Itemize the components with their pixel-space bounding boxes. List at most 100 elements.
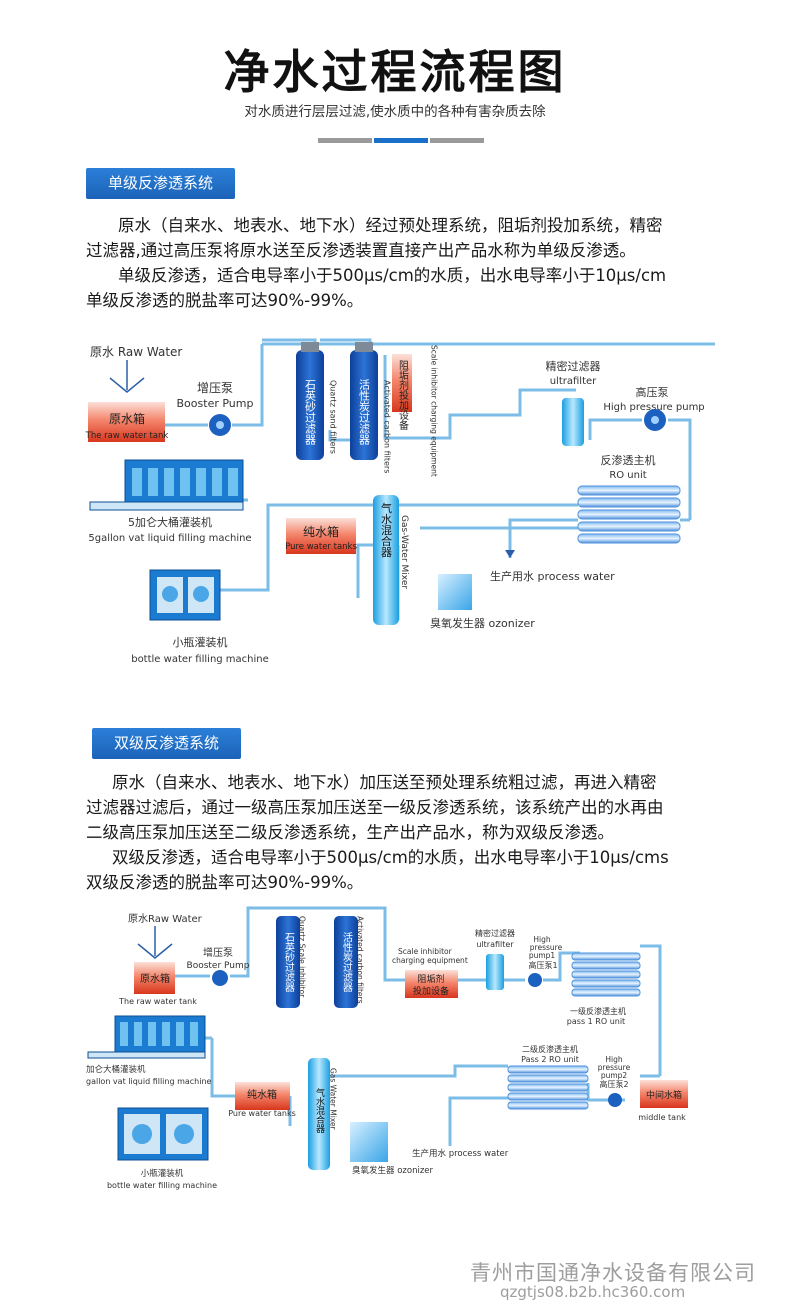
booster-pump-cn: 增压泵 [197,381,233,395]
small-filler-en: bottle water filling machine [131,654,269,665]
hp-pump-en: High pressure pump [603,402,704,413]
d2-inhibitor-en1: Scale inhibitor [398,947,453,956]
double-para-2: 过滤器过滤后，通过一级高压泵加压送至一级反渗透系统，该系统产出的水再由 [86,798,664,817]
d2-mixer-en: Gas Water Mixer [329,1068,338,1131]
d2-quartz-cn: 石英砂过滤器 [283,932,295,993]
d2-hp1-cn: 高压泵1 [528,960,557,970]
carbon-filter-en: Activated carbon filters [383,380,392,473]
double-stage-description: 原水（自来水、地表水、地下水）加压送至预处理系统粗过滤，再进入精密 过滤器过滤后… [86,770,726,895]
d2-inhibitor-en2: charging equipment [392,956,468,965]
d2-ro2-unit [507,1065,589,1110]
double-para-4: 双级反渗透，适合电导率小于500μs/cm的水质，出水电导率小于10μs/cms [112,848,669,867]
d2-raw-tank-en: The raw water tank [118,997,197,1006]
d2-carbon-en: Activated carbon filters [356,916,365,1004]
quartz-filter-cn: 石英砂过滤器 [304,379,317,446]
d2-middle-en: middle tank [638,1113,686,1122]
small-filler-machine [149,569,221,621]
single-para-1: 原水（自来水、地表水、地下水）经过预处理系统，阻垢剂投加系统，精密 [118,216,663,235]
d2-carbon-filter [334,916,358,1008]
d2-small-filler-cn: 小瓶灌装机 [141,1168,184,1179]
single-para-3: 单级反渗透，适合电导率小于500μs/cm的水质，出水电导率小于10μs/cm [118,266,667,285]
d2-hp2-cn: 高压泵2 [599,1079,628,1089]
d2-big-filler-machine [87,1015,206,1059]
d2-precision-en: ultrafilter [476,940,514,949]
d2-booster-cn: 增压泵 [203,946,233,959]
title-divider-left [318,138,372,143]
ro-unit [577,485,681,544]
raw-water-label: 原水 Raw Water [90,345,182,359]
ozonizer [438,574,472,610]
process-water-label: 生产用水 process water [490,569,615,583]
d2-pure-cn: 纯水箱 [247,1088,277,1101]
d2-middle-cn: 中间水箱 [646,1089,682,1101]
quartz-filter [296,350,324,460]
d2-precision-cn: 精密过滤器 [475,928,515,938]
precision-filter-cn: 精密过滤器 [546,359,601,373]
pure-tank-cn: 纯水箱 [303,524,339,539]
d2-pure-en: Pure water tanks [228,1109,296,1118]
title-divider-right [430,138,484,143]
mixer-en: Gas-Water Mixer [399,515,409,589]
d2-inhibitor-tank [405,970,458,998]
raw-water-tank [88,402,165,442]
precision-filter [562,398,584,446]
carbon-filter [350,350,378,460]
d2-ro2-en: Pass 2 RO unit [521,1055,579,1064]
d2-hp1-en1: High [533,935,550,944]
booster-pump-en: Booster Pump [177,397,254,410]
d2-quartz-en: Quartz Scale inhibitor [298,916,307,998]
raw-tank-en: The raw water tank [85,431,169,441]
d2-small-filler-machine [117,1107,209,1161]
d2-hp1-en2: pressure [530,943,563,952]
carbon-filter-cn: 活性炭过滤器 [358,379,371,446]
d2-hp2-en3: pump2 [601,1071,628,1080]
d2-hp2-icon [608,1093,622,1107]
ro-unit-cn: 反渗透主机 [601,453,656,467]
ozonizer-label: 臭氧发生器 ozonizer [430,616,535,630]
double-para-3: 二级高压泵加压送至二级反渗透系统，生产出产品水，称为双级反渗透。 [86,823,614,842]
d2-ro2-cn: 二级反渗透主机 [522,1044,578,1054]
d2-middle-tank [640,1080,688,1108]
d2-inhibitor-cn1: 阻垢剂 [417,973,444,985]
big-filler-cn: 5加仑大桶灌装机 [128,515,212,529]
d2-ozonizer-label: 臭氧发生器 ozonizer [352,1165,434,1176]
single-para-4: 单级反渗透的脱盐率可达90%-99%。 [86,291,364,310]
big-filler-machine [89,459,244,511]
big-filler-en: 5gallon vat liquid filling machine [88,533,251,544]
d2-gas-water-mixer [308,1058,330,1170]
single-stage-label: 单级反渗透系统 [86,168,236,199]
hp-pump-cn: 高压泵 [636,385,669,399]
double-para-1: 原水（自来水、地表水、地下水）加压送至预处理系统粗过滤，再进入精密 [112,773,657,792]
ro-unit-en: RO unit [609,470,646,481]
single-stage-diagram: 原水 Raw Water 原水箱 The raw water tank 增压泵 … [85,338,715,665]
pure-tank-en: Pure water tanks [285,542,357,552]
d2-carbon-cn: 活性炭过滤器 [341,932,353,993]
d2-ro1-cn: 一级反渗透主机 [570,1006,626,1016]
mixer-cn: 气水混合器 [380,501,393,558]
d2-hp2-en1: High [605,1055,622,1064]
d2-ro1-unit [571,952,641,997]
gas-water-mixer [373,495,399,625]
d2-pure-water-tank [235,1082,290,1110]
title-divider-center [374,138,428,143]
page-title: 净水过程流程图 [223,45,567,99]
d2-raw-tank-cn: 原水箱 [140,972,170,985]
double-para-5: 双级反渗透的脱盐率可达90%-99%。 [86,873,364,892]
d2-big-filler-cn: 加仑大桶灌装机 [86,1064,146,1075]
d2-process-water-label: 生产用水 process water [412,1148,509,1159]
single-para-2: 过滤器,通过高压泵将原水送至反渗透装置直接产出产品水称为单级反渗透。 [86,241,636,260]
d2-booster-pump-icon [212,970,228,986]
d2-raw-water-tank [134,962,175,994]
quartz-filter-en: Quartz sand filters [329,380,338,454]
single-stage-description: 原水（自来水、地表水、地下水）经过预处理系统，阻垢剂投加系统，精密 过滤器,通过… [86,213,726,313]
page-subtitle: 对水质进行层层过滤,使水质中的各种有害杂质去除 [244,104,546,120]
d2-quartz-filter [276,916,300,1008]
precision-filter-en: ultrafilter [550,376,597,387]
double-stage-diagram: 原水Raw Water 原水箱 The raw water tank 增压泵 B… [86,906,688,1190]
d2-small-filler-en: bottle water filling machine [107,1181,217,1190]
d2-precision-filter [486,954,504,990]
d2-hp1-en3: pump1 [529,951,556,960]
inhibitor-tank [392,354,412,412]
double-stage-label: 双级反渗透系统 [92,728,242,759]
inhibitor-cn: 阻垢剂投加设备 [397,360,409,431]
